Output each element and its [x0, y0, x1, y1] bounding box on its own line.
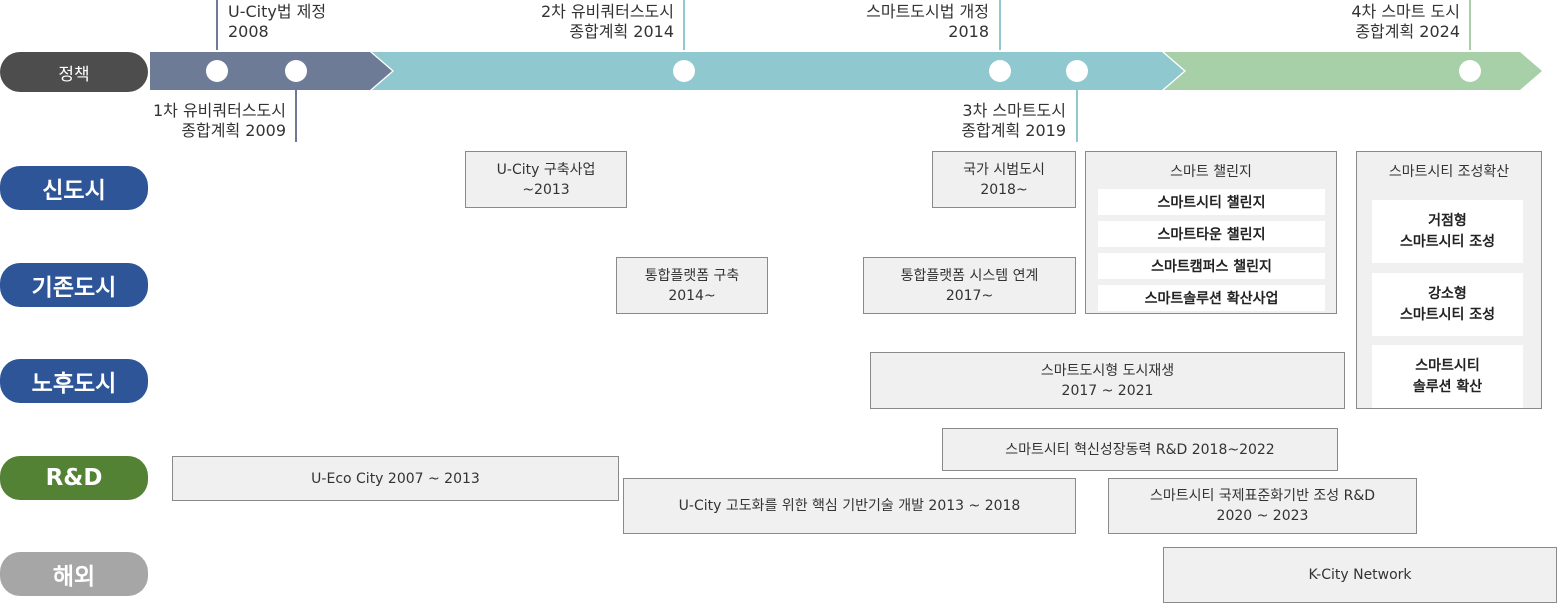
category-policy: 정책 [0, 52, 148, 92]
pilot-city-box: 국가 시범도시 2018~ [932, 151, 1076, 208]
expansion-item-hub: 거점형 스마트시티 조성 [1372, 200, 1523, 263]
smart-challenge-title: 스마트 챌린지 [1170, 164, 1252, 180]
box-line1: U-Eco City 2007 ~ 2013 [311, 470, 480, 487]
expansion-item-line1: 강소형 [1428, 285, 1467, 302]
milestone-dot-2008 [206, 60, 228, 82]
timeline-phase-2 [372, 52, 1184, 90]
box-line2: 2020 ~ 2023 [1216, 508, 1309, 524]
category-rnd: R&D [0, 456, 148, 500]
category-existing-city: 기존도시 [0, 263, 148, 307]
expansion-item-small: 강소형 스마트시티 조성 [1372, 273, 1523, 336]
box-line1: 통합플랫폼 구축 [644, 267, 740, 284]
expansion-item-solution: 스마트시티 솔루션 확산 [1372, 345, 1523, 408]
box-line1: 스마트시티 혁신성장동력 R&D 2018~2022 [1005, 441, 1275, 458]
milestone-label-line2: 종합계획 2019 [961, 121, 1066, 140]
standard-rnd-box: 스마트시티 국제표준화기반 조성 R&D 2020 ~ 2023 [1108, 478, 1417, 534]
box-line1: U-City 고도화를 위한 핵심 기반기술 개발 2013 ~ 2018 [678, 498, 1021, 514]
challenge-item-solution: 스마트솔루션 확산사업 [1098, 285, 1325, 311]
expansion-item-line2: 스마트시티 조성 [1399, 306, 1496, 323]
milestone-label-line1: 1차 유비쿼터스도시 [152, 101, 286, 120]
milestone-label-line2: 종합계획 2024 [1355, 22, 1460, 41]
milestone-label-plan4: 4차 스마트 도시 종합계획 2024 [1351, 2, 1460, 42]
box-line1: 통합플랫폼 시스템 연계 [900, 267, 1039, 284]
milestone-line-2009 [295, 82, 297, 142]
milestone-line-2024 [1469, 0, 1471, 50]
box-line1: U-City 구축사업 [496, 161, 596, 178]
timeline-phase-3 [1164, 52, 1542, 90]
milestone-label-line2: 2018 [948, 22, 989, 41]
expansion-item-line1: 스마트시티 [1415, 357, 1480, 374]
milestone-label-line1: 3차 스마트도시 [962, 101, 1066, 120]
box-line1: 스마트시티 국제표준화기반 조성 R&D [1149, 488, 1376, 504]
timeline-phase-1 [150, 52, 392, 90]
milestone-dot-2009 [285, 60, 307, 82]
milestone-label-plan3: 3차 스마트도시 종합계획 2019 [961, 101, 1066, 141]
box-line1: 스마트도시형 도시재생 [1040, 362, 1175, 379]
milestone-label-line1: 스마트도시법 개정 [866, 2, 989, 21]
challenge-item-city: 스마트시티 챌린지 [1098, 189, 1325, 215]
category-new-city: 신도시 [0, 166, 148, 210]
regeneration-box: 스마트도시형 도시재생 2017 ~ 2021 [870, 352, 1345, 409]
box-line1: 국가 시범도시 [963, 161, 1045, 178]
expansion-item-line1: 거점형 [1428, 212, 1467, 229]
category-aging-city: 노후도시 [0, 359, 148, 403]
box-line2: 2014~ [668, 287, 716, 304]
milestone-label-line1: 4차 스마트 도시 [1351, 2, 1460, 21]
milestone-label-plan2: 2차 유비쿼터스도시 종합계획 2014 [541, 2, 674, 42]
challenge-item-town: 스마트타운 챌린지 [1098, 221, 1325, 247]
milestone-line-2018 [999, 0, 1001, 50]
milestone-line-2008 [216, 0, 218, 50]
challenge-item-campus: 스마트캠퍼스 챌린지 [1098, 253, 1325, 279]
box-line2: 2017 ~ 2021 [1061, 382, 1154, 399]
milestone-label-smart-law: 스마트도시법 개정 2018 [866, 2, 989, 42]
innovation-rnd-box: 스마트시티 혁신성장동력 R&D 2018~2022 [942, 428, 1338, 471]
milestone-label-line1: U-City법 제정 [228, 2, 327, 21]
platform-build-box: 통합플랫폼 구축 2014~ [616, 257, 768, 314]
platform-link-box: 통합플랫폼 시스템 연계 2017~ [863, 257, 1076, 314]
box-line1: K-City Network [1308, 567, 1412, 583]
milestone-dot-2018 [989, 60, 1011, 82]
smartcity-expansion-group: 스마트시티 조성확산 거점형 스마트시티 조성 강소형 스마트시티 조성 스마트… [1356, 151, 1542, 409]
box-line2: 2018~ [980, 181, 1028, 198]
milestone-label-line2: 2008 [228, 22, 269, 41]
milestone-label-line2: 종합계획 2009 [181, 121, 286, 140]
milestone-label-line1: 2차 유비쿼터스도시 [540, 2, 674, 21]
smartcity-expansion-title: 스마트시티 조성확산 [1388, 164, 1510, 180]
ucity-build-box: U-City 구축사업 ~2013 [465, 151, 627, 208]
milestone-label-line2: 종합계획 2014 [569, 22, 674, 41]
box-line2: 2017~ [945, 287, 994, 304]
milestone-line-2014 [683, 0, 685, 50]
box-line2: ~2013 [522, 181, 570, 198]
ueco-box: U-Eco City 2007 ~ 2013 [172, 456, 619, 501]
milestone-label-plan1: 1차 유비쿼터스도시 종합계획 2009 [153, 101, 286, 141]
milestone-dot-2024 [1459, 60, 1481, 82]
milestone-line-2019 [1076, 82, 1078, 142]
smart-challenge-group: 스마트 챌린지 스마트시티 챌린지 스마트타운 챌린지 스마트캠퍼스 챌린지 스… [1085, 151, 1337, 314]
ucity-advanced-box: U-City 고도화를 위한 핵심 기반기술 개발 2013 ~ 2018 [623, 478, 1076, 534]
milestone-label-ucity-law: U-City법 제정 2008 [228, 2, 326, 42]
milestone-dot-2019 [1066, 60, 1088, 82]
milestone-dot-2014 [673, 60, 695, 82]
category-overseas: 해외 [0, 552, 148, 596]
expansion-item-line2: 스마트시티 조성 [1399, 233, 1496, 250]
kcity-network-box: K-City Network [1163, 547, 1557, 603]
expansion-item-line2: 솔루션 확산 [1412, 378, 1483, 395]
